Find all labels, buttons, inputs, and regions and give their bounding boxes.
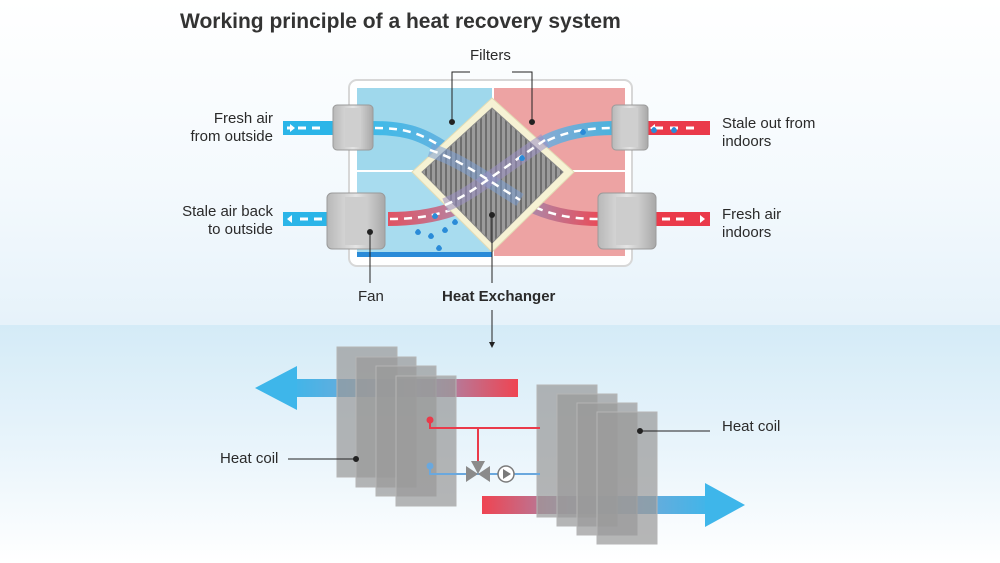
condensate-droplets — [415, 127, 677, 251]
fan-right-bottom — [597, 192, 657, 250]
heat-coil-left-label: Heat coil — [220, 450, 279, 467]
fan-left-top — [332, 104, 374, 151]
stale-air-back-label: Stale air back to outside — [182, 203, 273, 238]
heat-coil-right-label: Heat coil — [722, 418, 781, 435]
lower-background — [0, 325, 1000, 563]
fresh-air-indoors-label: Fresh air indoors — [722, 206, 782, 241]
page-title: Working principle of a heat recovery sys… — [180, 10, 621, 33]
callout-lines — [367, 71, 535, 342]
fan-label: Fan — [358, 288, 384, 305]
filters-callout-right — [512, 71, 533, 120]
pump-icon — [497, 465, 515, 483]
outlet-duct-stale — [283, 212, 328, 226]
heat-coil-left — [336, 346, 457, 507]
fresh-air-outside-label: Fresh air from outside — [190, 110, 273, 145]
filters-label: Filters — [470, 47, 511, 64]
filters-callout-left — [451, 71, 470, 120]
fan-left-bottom — [326, 192, 386, 250]
heat-exchanger-label: Heat Exchanger — [442, 288, 556, 305]
three-way-valve-icon — [466, 461, 490, 482]
coil-callouts — [288, 428, 710, 462]
heat-coil-right — [536, 384, 658, 545]
stale-out-indoors-label: Stale out from indoors — [722, 115, 816, 150]
condensate-tray — [357, 252, 492, 257]
fan-right-top — [611, 104, 649, 151]
outlet-duct-fresh-indoor — [655, 212, 710, 226]
inlet-duct-fresh — [283, 121, 343, 135]
